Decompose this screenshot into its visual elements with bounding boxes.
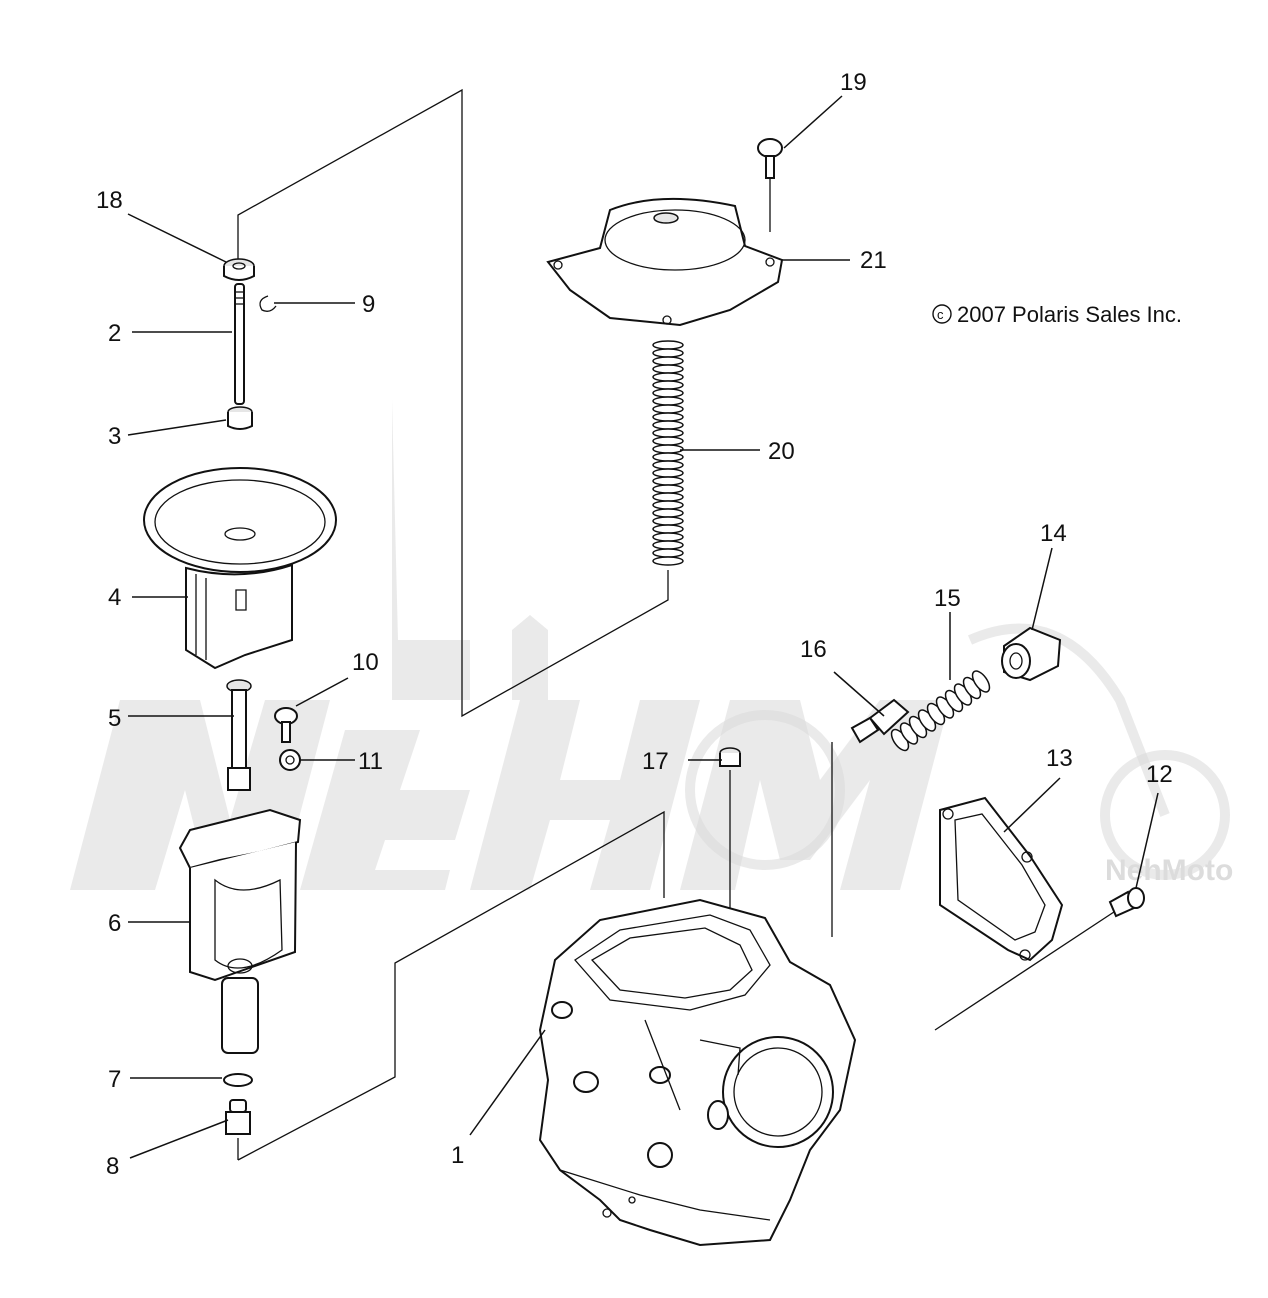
callout-4: 4	[108, 584, 121, 611]
callout-7: 7	[108, 1066, 121, 1093]
spring-coil	[652, 548, 684, 558]
part-15-spring	[890, 670, 991, 752]
callout-14: 14	[1040, 520, 1067, 547]
spring-coil	[652, 508, 684, 518]
callout-10: 10	[352, 649, 379, 676]
spring-coil	[652, 468, 684, 478]
spring-coil	[652, 420, 684, 430]
spring-coil	[652, 396, 684, 406]
assembly-lines	[237, 88, 1121, 1161]
callout-8: 8	[106, 1153, 119, 1180]
part-4-diaphragm-slide	[143, 467, 337, 670]
spring-coil	[652, 532, 684, 542]
spring-coil	[652, 484, 684, 494]
copyright-circle	[932, 304, 952, 324]
spring-coil	[971, 670, 991, 693]
spring-coil	[652, 444, 684, 454]
part-13-gasket	[939, 796, 1064, 962]
part-16-plunger	[850, 698, 910, 744]
spring-coil	[652, 524, 684, 534]
callout-21: 21	[860, 247, 887, 274]
part-12-screw	[1108, 887, 1145, 918]
spring-coil	[652, 516, 684, 526]
spring-coil	[652, 388, 684, 398]
callout-16: 16	[800, 636, 827, 663]
part-7-oring	[223, 1073, 253, 1087]
part-19-screw	[757, 138, 783, 179]
part-10-screw	[274, 707, 298, 743]
part-21-top-cover	[546, 197, 784, 327]
leader-lines	[127, 95, 1159, 1159]
callout-2: 2	[108, 320, 121, 347]
part-9-clip	[259, 295, 277, 312]
callout-20: 20	[768, 438, 795, 465]
callout-12: 12	[1146, 761, 1173, 788]
spring-coil	[652, 540, 684, 550]
part-11-washer	[279, 749, 301, 771]
spring-coil	[652, 380, 684, 390]
wheel-watermark	[1100, 750, 1230, 880]
callout-1: 1	[451, 1142, 464, 1169]
part-3-spacer	[227, 406, 253, 430]
spring-coil	[652, 356, 684, 366]
spring-coil	[652, 476, 684, 486]
spring-coil	[652, 500, 684, 510]
spring-coil	[652, 428, 684, 438]
callout-15: 15	[934, 585, 961, 612]
callout-9: 9	[362, 291, 375, 318]
spring-coil	[652, 460, 684, 470]
callout-11: 11	[358, 748, 383, 775]
part-5-needle-jet	[226, 679, 252, 791]
part-20-spring	[652, 340, 684, 566]
spring-coil	[652, 364, 684, 374]
wheel-watermark	[685, 710, 845, 870]
spring-coil	[652, 452, 684, 462]
callout-19: 19	[840, 69, 867, 96]
callout-17: 17	[642, 748, 669, 775]
copyright-symbol: c	[937, 307, 944, 322]
part-6-holder	[178, 808, 302, 1054]
copyright: c 2007 Polaris Sales Inc.	[932, 302, 1182, 327]
spring-coil	[652, 404, 684, 414]
watermark-text: NehMoto	[1105, 854, 1233, 887]
spring-coil	[652, 372, 684, 382]
callout-18: 18	[96, 187, 123, 214]
callout-5: 5	[108, 705, 121, 732]
part-17-pilot-screw	[719, 747, 741, 767]
spring-coil	[652, 412, 684, 422]
spring-coil	[652, 556, 684, 566]
part-8-main-jet	[225, 1099, 251, 1135]
copyright-text: 2007 Polaris Sales Inc.	[957, 302, 1182, 327]
part-2-needle	[234, 283, 245, 405]
spring-coil	[652, 492, 684, 502]
callout-13: 13	[1046, 745, 1073, 772]
part-18-nut	[223, 258, 255, 281]
part-1-carburetor-body	[538, 898, 857, 1247]
callouts: 18 2 3 4 5 6 7 8 9 10 11 12 13 14 15 16 …	[96, 69, 1173, 1180]
spring-coil	[652, 348, 684, 358]
part-14-cap-nut	[1001, 626, 1062, 682]
spring-coil	[652, 436, 684, 446]
callout-6: 6	[108, 910, 121, 937]
spring-coil	[652, 340, 684, 350]
callout-3: 3	[108, 423, 121, 450]
